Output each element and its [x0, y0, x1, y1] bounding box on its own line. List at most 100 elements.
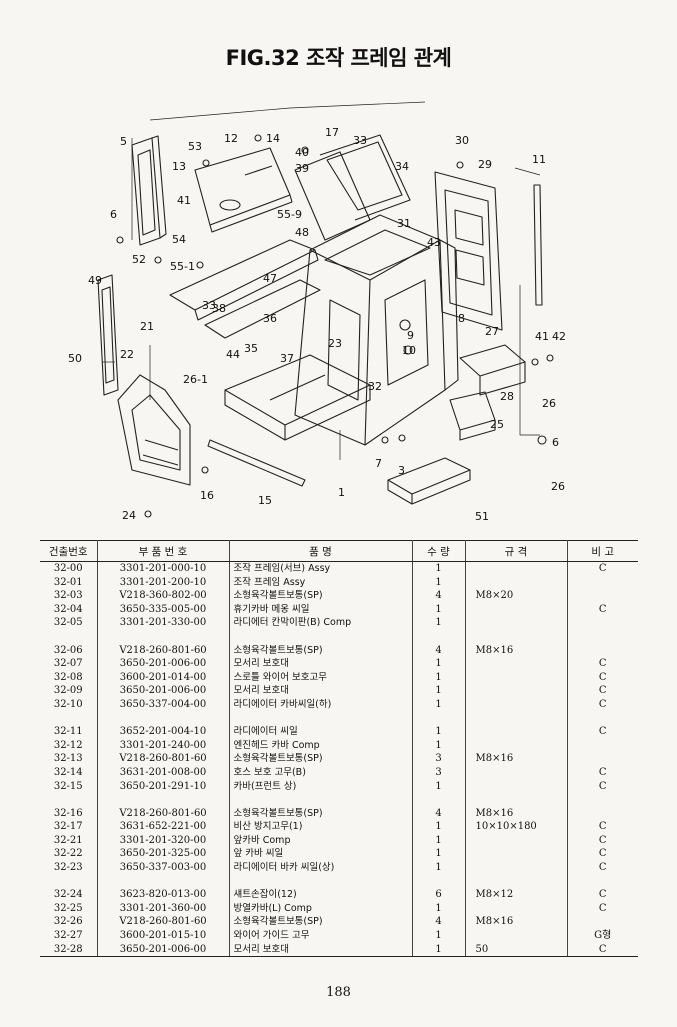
- ref-no-cell: 32-14: [40, 765, 98, 780]
- callout: 28: [500, 390, 514, 403]
- empty-cell: [567, 630, 638, 644]
- callout: 52: [132, 253, 146, 266]
- quantity-cell: 1: [412, 929, 466, 943]
- callout: 47: [263, 272, 277, 285]
- ref-no-cell: 32-01: [40, 575, 98, 590]
- spec-cell: [465, 833, 568, 848]
- empty-cell: [40, 793, 98, 807]
- empty-cell: [229, 874, 413, 889]
- part-name-cell: 카바(프런트 상): [229, 779, 413, 794]
- part-no-cell: 3301-201-330-00: [97, 616, 230, 630]
- spec-cell: [465, 929, 568, 943]
- callout: 6: [110, 208, 117, 221]
- remark-cell: C: [598, 671, 607, 683]
- empty-cell: [97, 874, 230, 889]
- part-no-cell: V218-260-801-60: [97, 643, 230, 658]
- empty-cell: [465, 629, 568, 644]
- ref-no-cell: 32-10: [40, 697, 98, 712]
- callout: 10: [402, 344, 416, 357]
- callout: 31: [397, 217, 411, 230]
- part-no-cell: V218-360-802-00: [97, 589, 230, 603]
- empty-cell: [40, 711, 98, 726]
- remark-cell: [567, 807, 638, 821]
- part-no-cell: 3301-201-360-00: [97, 901, 230, 916]
- empty-cell: [229, 629, 413, 644]
- quantity-cell: 1: [412, 616, 466, 630]
- callout: 42: [552, 330, 566, 343]
- spec-cell: M8×16: [465, 643, 568, 658]
- part-name-cell: 비산 방지고무(1): [229, 820, 413, 834]
- spec-cell: [465, 697, 568, 712]
- spec-cell: [465, 861, 568, 875]
- empty-cell: [465, 711, 568, 726]
- remark-cell: [567, 616, 638, 630]
- ref-no-cell: 32-07: [40, 657, 98, 671]
- remark-cell: [567, 915, 638, 929]
- callout: 22: [120, 348, 134, 361]
- callout: 13: [172, 160, 186, 173]
- part-side-cover-25: [449, 391, 496, 441]
- callout: 26: [542, 397, 556, 410]
- part-name-cell: 모서리 보호대: [229, 657, 413, 671]
- callout: 6: [552, 436, 559, 449]
- callout: 26-1: [183, 373, 208, 386]
- part-name-cell: 섀트손잡이(12): [229, 888, 413, 902]
- callout: 37: [280, 352, 294, 365]
- remark-cell: C: [598, 766, 607, 778]
- spec-cell: 10×10×180: [465, 820, 568, 834]
- part-front-cover-21: [117, 374, 191, 486]
- quantity-cell: 1: [412, 684, 466, 698]
- part-base-tray: [224, 354, 371, 441]
- spec-cell: [465, 561, 568, 576]
- quantity-cell: 4: [412, 806, 466, 821]
- part-side-plate-49: [97, 274, 119, 396]
- empty-cell: [229, 793, 413, 807]
- callout: 54: [172, 233, 186, 246]
- spec-cell: M8×12: [465, 888, 568, 902]
- part-name-cell: 앞 카바 씨일: [229, 847, 413, 862]
- callout: 43: [427, 236, 441, 249]
- part-name-cell: 앞카바 Comp: [229, 833, 413, 848]
- part-bracket-48-47: [169, 239, 321, 339]
- callout: 39: [295, 162, 309, 175]
- callout: 44: [226, 348, 240, 361]
- part-name-cell: 휴기카바 메옹 씨일: [229, 602, 413, 617]
- part-name-cell: 호스 보호 고무(B): [229, 765, 413, 780]
- callout: 53: [188, 140, 202, 153]
- part-no-cell: 3631-201-008-00: [97, 765, 230, 780]
- quantity-cell: 4: [412, 915, 466, 930]
- empty-cell: [412, 874, 466, 889]
- part-name-cell: 방열카바(L) Comp: [229, 901, 413, 916]
- remark-cell: C: [598, 658, 607, 670]
- callout: 30: [455, 134, 469, 147]
- callout: 11: [532, 153, 546, 166]
- part-no-cell: 3650-335-005-00: [97, 602, 230, 617]
- callout: 51: [475, 510, 489, 523]
- callout: 1: [338, 486, 345, 499]
- table-spacer-row: [40, 874, 638, 889]
- part-name-cell: 모서리 보호대: [229, 942, 413, 958]
- remark-cell: C: [598, 780, 607, 792]
- quantity-cell: 4: [412, 589, 466, 603]
- callout: 5: [120, 135, 127, 148]
- part-name-cell: 소형육각볼트보통(SP): [229, 915, 413, 930]
- spec-cell: [465, 684, 568, 698]
- quantity-cell: 1: [412, 833, 466, 848]
- callout: 24: [122, 509, 136, 522]
- quantity-cell: 1: [412, 820, 466, 834]
- ref-no-cell: 32-05: [40, 616, 98, 630]
- part-no-cell: 3650-337-003-00: [97, 861, 230, 875]
- empty-cell: [97, 793, 230, 807]
- part-name-cell: 와이어 가이드 고무: [229, 929, 413, 943]
- callout: 8: [458, 312, 465, 325]
- empty-cell: [412, 793, 466, 807]
- empty-cell: [40, 874, 98, 889]
- remark-cell: C: [598, 821, 607, 833]
- remark-cell: C: [598, 563, 607, 574]
